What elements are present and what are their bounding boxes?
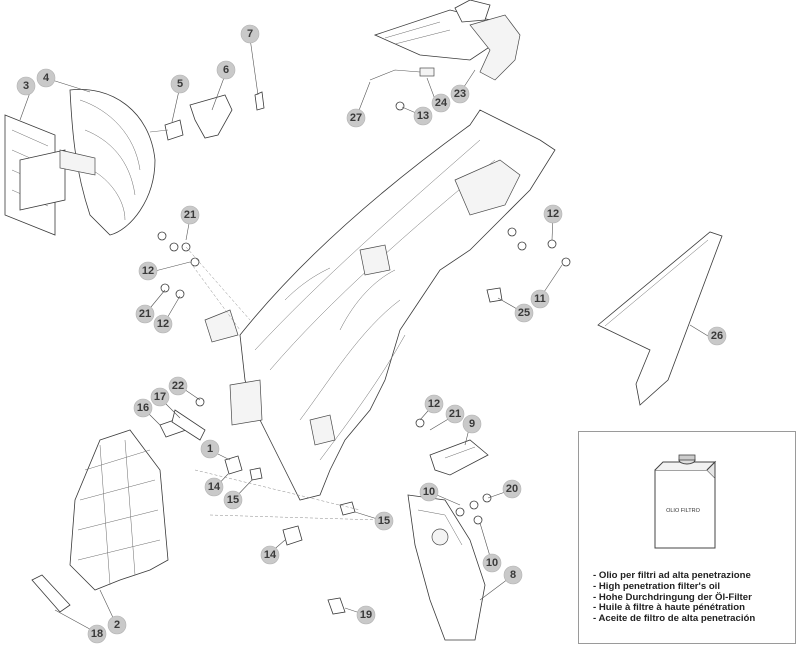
svg-text:17: 17 — [154, 391, 166, 403]
callout-21: 21 — [135, 304, 155, 324]
callout-12: 12 — [543, 204, 563, 224]
callout-22: 22 — [168, 376, 188, 396]
svg-text:6: 6 — [223, 64, 229, 76]
callout-2: 2 — [107, 615, 127, 635]
svg-text:21: 21 — [184, 209, 196, 221]
callout-12: 12 — [153, 314, 173, 334]
callout-21: 21 — [445, 404, 465, 424]
callout-11: 11 — [530, 289, 550, 309]
callout-4: 4 — [36, 68, 56, 88]
svg-text:1: 1 — [207, 443, 213, 455]
svg-text:26: 26 — [711, 330, 723, 342]
svg-text:14: 14 — [264, 549, 277, 561]
callout-10: 10 — [419, 482, 439, 502]
callout-6: 6 — [216, 60, 236, 80]
svg-text:24: 24 — [435, 97, 448, 109]
svg-text:2: 2 — [114, 619, 120, 631]
svg-text:10: 10 — [423, 486, 435, 498]
svg-text:7: 7 — [247, 28, 253, 40]
callout-8: 8 — [503, 565, 523, 585]
oil-can-label: OLIO FILTRO — [666, 508, 701, 514]
svg-text:10: 10 — [486, 557, 498, 569]
svg-text:8: 8 — [510, 569, 516, 581]
svg-text:13: 13 — [417, 110, 429, 122]
callout-10: 10 — [482, 553, 502, 573]
intake-cone-part — [4, 88, 156, 236]
callout-7: 7 — [240, 24, 260, 44]
side-panel-part — [597, 231, 723, 406]
airbox-frame — [204, 109, 556, 501]
svg-text:27: 27 — [350, 112, 362, 124]
note-line-german: - Hohe Durchdringung der Öl-Filter — [593, 591, 752, 603]
note-line-french: - Huile à filtre à haute pénétration — [593, 602, 745, 614]
callout-1: 1 — [200, 439, 220, 459]
svg-text:12: 12 — [142, 265, 154, 277]
svg-text:15: 15 — [378, 515, 390, 527]
callout-24: 24 — [431, 93, 451, 113]
callout-9: 9 — [462, 414, 482, 434]
svg-text:14: 14 — [208, 481, 221, 493]
svg-text:21: 21 — [139, 308, 151, 320]
oil-description-list: - Olio per filtri ad alta penetrazione -… — [593, 570, 756, 625]
svg-text:16: 16 — [137, 402, 149, 414]
svg-text:11: 11 — [534, 293, 546, 305]
svg-text:3: 3 — [23, 80, 29, 92]
callout-5: 5 — [170, 74, 190, 94]
callout-17: 17 — [150, 387, 170, 407]
callout-13: 13 — [413, 106, 433, 126]
rear-mudguard-part — [369, 0, 521, 81]
callout-21: 21 — [180, 205, 200, 225]
svg-text:23: 23 — [454, 88, 466, 100]
note-line-italian: - Olio per filtri ad alta penetrazione — [593, 570, 751, 581]
svg-text:20: 20 — [506, 483, 518, 495]
svg-text:25: 25 — [518, 307, 530, 319]
svg-text:19: 19 — [360, 609, 372, 621]
callout-18: 18 — [87, 624, 107, 644]
callout-15: 15 — [374, 511, 394, 531]
svg-text:15: 15 — [227, 494, 239, 506]
strap-part — [429, 439, 489, 476]
svg-text:21: 21 — [449, 408, 461, 420]
callout-14: 14 — [204, 477, 224, 497]
callout-23: 23 — [450, 84, 470, 104]
air-filter-part — [31, 429, 169, 613]
oil-can-icon: OLIO FILTRO — [654, 454, 717, 549]
svg-text:5: 5 — [177, 78, 183, 90]
callout-26: 26 — [707, 326, 727, 346]
callout-15: 15 — [223, 490, 243, 510]
callout-20: 20 — [502, 479, 522, 499]
note-line-english: - High penetration filter's oil — [593, 580, 721, 592]
note-line-spanish: - Aceite de filtro de alta penetración — [593, 613, 756, 625]
svg-text:12: 12 — [547, 208, 559, 220]
small-bracket-parts — [159, 409, 356, 615]
callout-25: 25 — [514, 303, 534, 323]
callout-3: 3 — [16, 76, 36, 96]
svg-text:12: 12 — [157, 318, 169, 330]
callout-19: 19 — [356, 605, 376, 625]
callout-12: 12 — [138, 261, 158, 281]
callout-12: 12 — [424, 394, 444, 414]
filter-oil-note-box: OLIO FILTRO - Olio per filtri ad alta pe… — [578, 431, 796, 644]
svg-text:9: 9 — [469, 418, 475, 430]
svg-text:12: 12 — [428, 398, 440, 410]
svg-text:22: 22 — [172, 380, 184, 392]
hardware-parts-top — [149, 91, 265, 141]
callout-16: 16 — [133, 398, 153, 418]
fender-part — [407, 494, 486, 641]
callout-27: 27 — [346, 108, 366, 128]
svg-text:4: 4 — [43, 72, 50, 84]
svg-text:18: 18 — [91, 628, 103, 640]
callout-14: 14 — [260, 545, 280, 565]
